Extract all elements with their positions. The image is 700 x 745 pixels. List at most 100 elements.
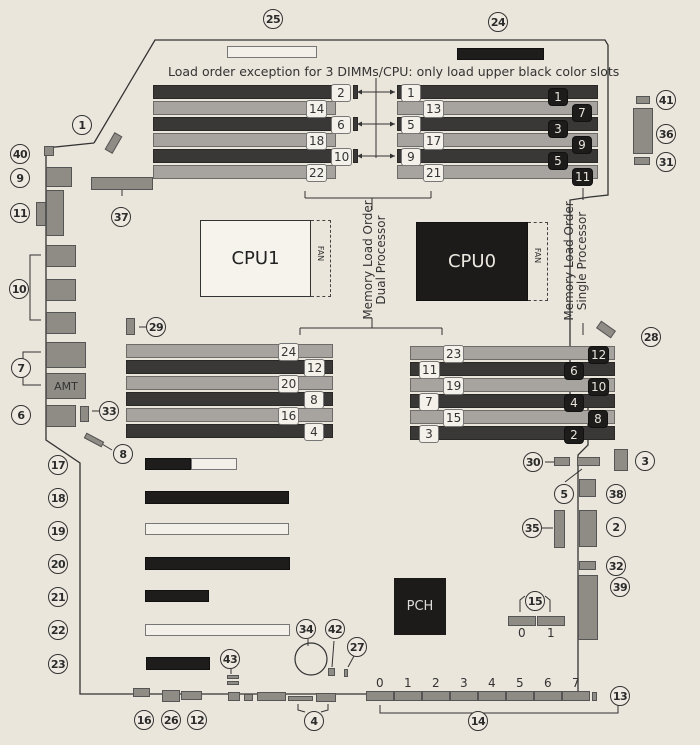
callout-12: 12 <box>187 710 207 730</box>
dimm-order-tag: 13 <box>423 100 445 118</box>
dimm-single-order-tag: 1 <box>548 88 568 106</box>
callout-42: 42 <box>325 619 345 639</box>
connector-5 <box>577 457 600 466</box>
sata-port-5[interactable] <box>506 691 534 701</box>
m2-slot-0[interactable] <box>508 616 536 626</box>
callout-21: 21 <box>48 587 68 607</box>
dimm-slot[interactable] <box>126 408 333 422</box>
cpu1-fan-header: FAN <box>311 220 331 297</box>
sata-port-label: 2 <box>432 676 440 690</box>
pcie-slot-20[interactable] <box>145 557 290 570</box>
callout-38: 38 <box>606 484 626 504</box>
dimm-slot[interactable] <box>410 426 615 440</box>
pcie-slot-21[interactable] <box>145 590 209 602</box>
dimm-slot[interactable] <box>397 165 598 179</box>
sata-port-4[interactable] <box>478 691 506 701</box>
dimm-slot[interactable] <box>126 376 333 390</box>
callout-32: 32 <box>606 556 626 576</box>
callout-25: 25 <box>263 9 283 29</box>
dimm-slot[interactable] <box>153 133 336 147</box>
dimm-slot[interactable] <box>397 133 598 147</box>
callout-9: 9 <box>10 168 30 188</box>
dimm-slot[interactable] <box>410 362 615 376</box>
fan-label: FAN <box>316 245 326 262</box>
dimm-latch <box>353 149 358 163</box>
callout-10: 10 <box>9 279 29 299</box>
callout-35: 35 <box>522 518 542 538</box>
dimm-single-order-tag: 3 <box>548 120 568 138</box>
connector-33 <box>80 406 89 422</box>
connector-37 <box>91 177 153 190</box>
connector-26 <box>162 690 180 702</box>
dimm-slot[interactable] <box>153 85 336 99</box>
dimm-slot[interactable] <box>410 394 615 408</box>
dimm-order-tag: 24 <box>278 343 300 361</box>
dimm-slot[interactable] <box>126 344 333 358</box>
callout-2: 2 <box>606 517 626 537</box>
port-11-tab <box>36 202 46 226</box>
connector-43a <box>227 675 239 679</box>
usb-port-10b <box>46 279 76 301</box>
connector-4b <box>316 693 336 702</box>
sata-port-7[interactable] <box>562 691 590 701</box>
sata-port-3[interactable] <box>450 691 478 701</box>
dimm-slot[interactable] <box>126 392 333 406</box>
connector-16 <box>133 688 150 697</box>
dimm-order-tag: 9 <box>401 148 421 166</box>
dimm-slot[interactable] <box>153 101 336 115</box>
connector-12 <box>181 691 202 700</box>
dimm-slot[interactable] <box>397 149 598 163</box>
dimm-order-tag: 11 <box>419 361 441 379</box>
dimm-order-tag: 1 <box>401 84 421 102</box>
dimm-order-tag: 3 <box>419 425 439 443</box>
sata-port-0[interactable] <box>366 691 394 701</box>
callout-34: 34 <box>296 619 316 639</box>
pcie-slot-19[interactable] <box>145 523 289 535</box>
sata-port-6[interactable] <box>534 691 562 701</box>
dimm-slot[interactable] <box>397 101 598 115</box>
pcie-slot-18[interactable] <box>145 491 289 504</box>
pcie-slot-22[interactable] <box>145 624 290 636</box>
dimm-slot[interactable] <box>153 117 336 131</box>
dimm-order-tag: 12 <box>304 359 326 377</box>
dimm-order-tag: 14 <box>306 100 328 118</box>
callout-36: 36 <box>656 124 676 144</box>
dimm-order-tag: 7 <box>419 393 439 411</box>
dimm-single-order-tag: 5 <box>548 152 568 170</box>
dimm-slot[interactable] <box>397 117 598 131</box>
connector-39 <box>578 575 598 640</box>
callout-7: 7 <box>11 358 31 378</box>
cpu0-socket: CPU0 <box>416 222 528 301</box>
dimm-order-tag: 17 <box>423 132 445 150</box>
m2-slot-1[interactable] <box>537 616 565 626</box>
sata-port-1[interactable] <box>394 691 422 701</box>
dimm-slot[interactable] <box>153 165 336 179</box>
sata-port-2[interactable] <box>422 691 450 701</box>
amt-port: AMT <box>46 373 86 399</box>
m2-slot-label: 0 <box>518 626 526 640</box>
pcie-slot-23[interactable] <box>146 657 210 670</box>
dimm-single-order-tag: 11 <box>572 168 594 186</box>
usb-port-10c <box>46 312 76 334</box>
dimm-slot[interactable] <box>126 424 333 438</box>
dimm-order-tag: 23 <box>443 345 465 363</box>
dimm-slot[interactable] <box>410 410 615 424</box>
dimm-slot[interactable] <box>153 149 336 163</box>
dimm-slot[interactable] <box>126 360 333 374</box>
dimm-single-order-tag: 7 <box>572 104 592 122</box>
connector-31 <box>634 157 650 165</box>
cpu0-fan-header: FAN <box>528 222 548 301</box>
dimm-order-tag: 20 <box>278 375 300 393</box>
memory-load-order-single-label: Memory Load Order Single Processor <box>562 197 589 325</box>
connector-13 <box>592 692 597 701</box>
dimm-single-order-tag: 8 <box>588 410 608 428</box>
callout-17: 17 <box>48 455 68 475</box>
callout-4: 4 <box>304 711 324 731</box>
callout-37: 37 <box>111 207 131 227</box>
dimm-slot[interactable] <box>410 346 615 360</box>
dimm-slot[interactable] <box>397 85 598 99</box>
connector-27 <box>344 669 348 677</box>
dimm-order-tag: 21 <box>423 164 445 182</box>
callout-5: 5 <box>554 484 574 504</box>
dimm-slot[interactable] <box>410 378 615 392</box>
